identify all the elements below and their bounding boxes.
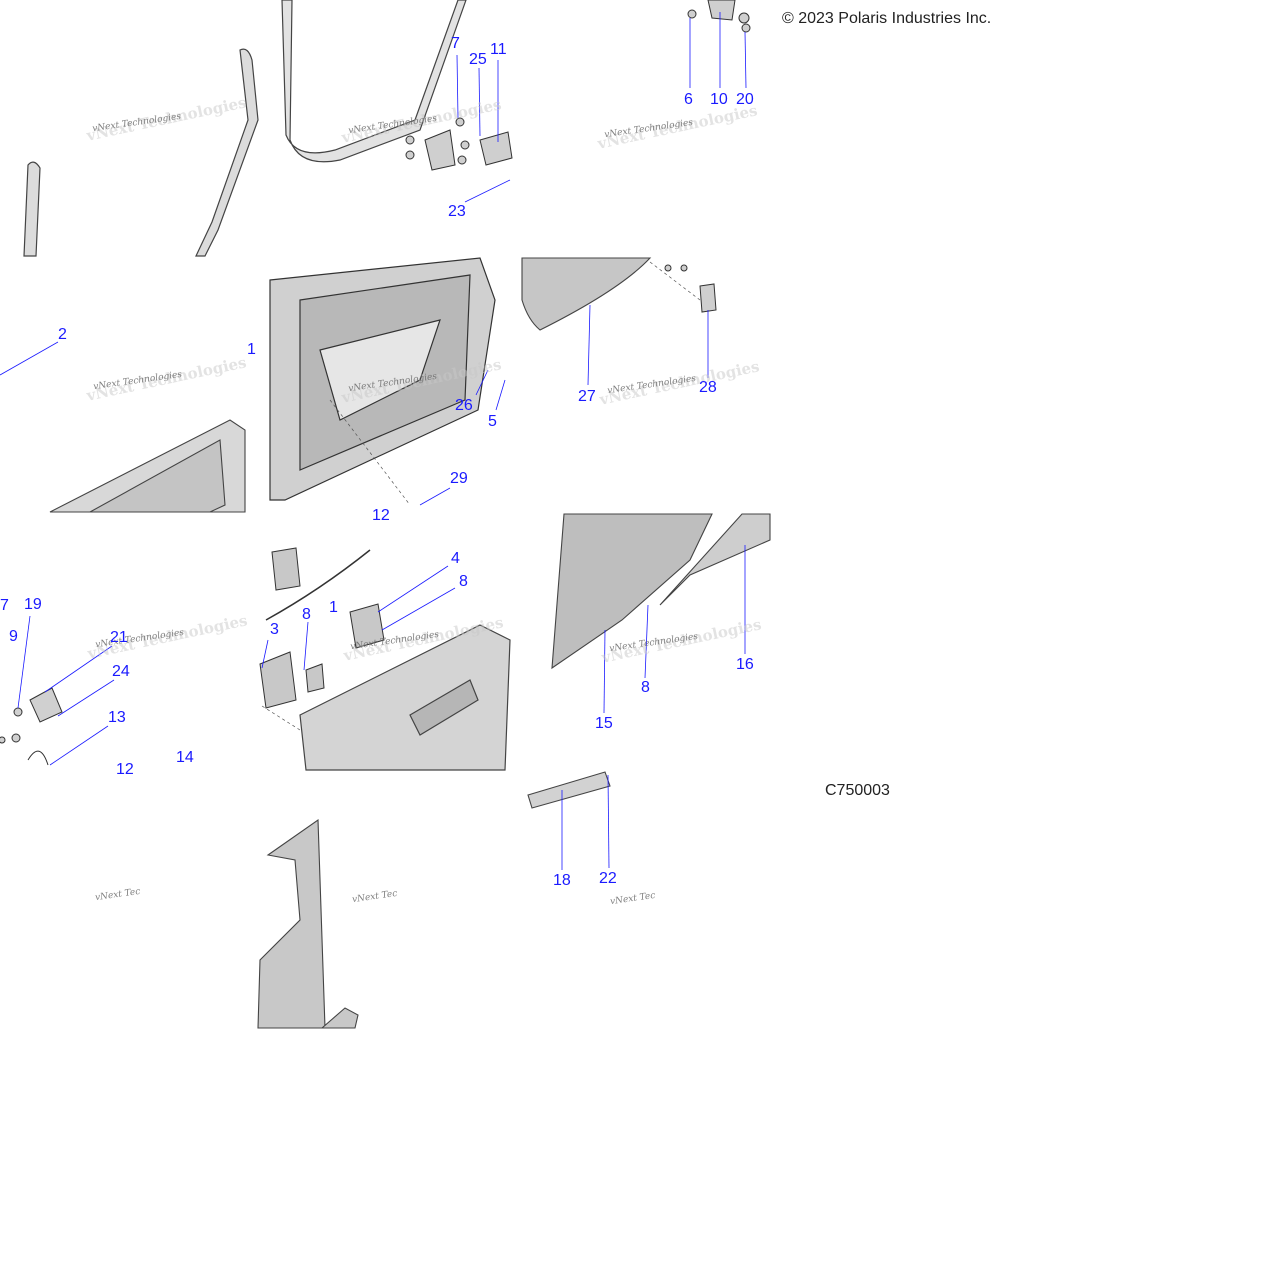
door-seal-strip [23,48,259,257]
callout-label: 26 [455,397,473,414]
door-panel-left [49,419,246,513]
callout-label: 9 [9,628,18,645]
callout-label: 10 [710,91,728,108]
callout-label: 12 [116,761,134,778]
sill-strip [527,771,611,809]
callout-label: 14 [176,749,194,766]
callout-label: 27 [578,388,596,405]
callout-label: 7 [451,35,460,52]
callout-label: 5 [488,413,497,430]
callout-label: 22 [599,870,617,887]
callout-label: 11 [490,41,507,58]
callout-label: 8 [459,573,468,590]
callout-label: 24 [112,663,130,680]
callout-label: 18 [553,872,571,889]
callout-label: 7 [0,597,9,614]
lower-trim [257,818,359,1029]
callout-label: 1 [247,341,256,358]
callout-label: 8 [641,679,650,696]
door-hinge [405,117,513,171]
latch-bracket [664,264,717,313]
callout-label: 4 [451,550,460,567]
hinge-bracket-small [687,0,751,33]
hinge-plate [0,687,63,766]
callout-label: 1 [329,599,338,616]
leader-lines [0,12,747,870]
callout-label: 20 [736,91,754,108]
callout-label: 8 [302,606,311,623]
callout-label: 28 [699,379,717,396]
callout-label: 12 [372,507,390,524]
door-frame-upper [281,0,467,163]
callout-label: 3 [270,621,279,638]
door-lower-panel [299,624,511,771]
door-inner-frame [269,257,496,501]
callout-label: 19 [24,596,42,613]
latch-mechanism [259,547,385,709]
figure-code: C750003 [825,782,890,799]
callout-label: 29 [450,470,468,487]
callout-label: 21 [110,629,128,646]
callout-label: 16 [736,656,754,673]
callout-label: 2 [58,326,67,343]
callout-label: 15 [595,715,613,732]
door-outer-panel [521,257,652,331]
callout-label: 13 [108,709,126,726]
callout-label: 6 [684,91,693,108]
dashed-guides [261,261,701,731]
door-skin-panel [551,513,771,670]
callout-label: 25 [469,51,487,68]
copyright-notice: © 2023 Polaris Industries Inc. [782,10,992,27]
callout-label: 23 [448,203,466,220]
